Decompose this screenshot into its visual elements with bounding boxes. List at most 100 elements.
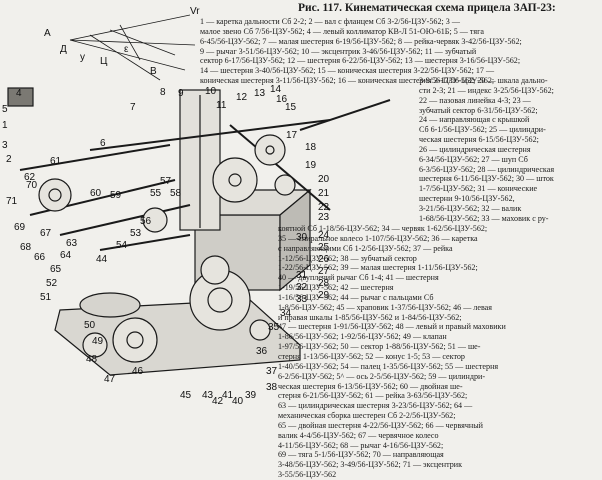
legend-line: шестерни 9-10/56-ЦЗУ-562,	[419, 194, 515, 204]
callout-10: 10	[205, 86, 217, 97]
callout-65: 65	[50, 264, 62, 275]
callout-12: 12	[236, 92, 248, 103]
callout-25: 25	[318, 242, 330, 253]
legend-line: 6-3/56-ЦЗУ-562; 28 — цилиндрическая	[419, 164, 555, 174]
legend-line: 3-9/56-ЦЗУ-562; 20 — шкала дально-	[419, 76, 548, 85]
callout-62: 62	[24, 172, 36, 183]
callout-47: 47	[104, 374, 116, 385]
legend-line: 26 — цилиндрическая шестерня	[419, 144, 531, 154]
callout-7: 7	[130, 102, 136, 113]
legend-line: 1-12/56-ЦЗУ-562; 38 — зубчатый сектор	[278, 253, 417, 263]
callout-30: 30	[296, 232, 308, 243]
callout-38: 38	[266, 382, 278, 393]
legend-top-block: 1 — каретка дальности Сб 2-2; 2 — вал с …	[200, 17, 600, 86]
legend-line: 1-22/56-ЦЗУ-562; 39 — малая шестерня 1-1…	[278, 263, 478, 273]
callout-5: 5	[2, 104, 8, 115]
callout-53: 53	[130, 228, 142, 239]
legend-line: 1-40/56-ЦЗУ-562; 54 — палец 1-35/56-ЦЗУ-…	[278, 361, 499, 371]
legend-line: 14 — шестерня 3-40/56-ЦЗУ-562; 15 — кони…	[200, 66, 495, 76]
legend-line: 6-2/56-ЦЗУ-562; 5^ — ось 2-5/56-ЦЗУ-562;…	[278, 371, 486, 381]
callout-32: 32	[296, 282, 308, 293]
legend-line: 35 — спиральное колесо 1-107/56-ЦЗУ-562;…	[278, 233, 478, 243]
letter-B: B	[150, 66, 157, 77]
callout-33: 33	[296, 294, 308, 305]
callout-49: 49	[92, 336, 104, 347]
gears	[38, 134, 296, 363]
legend-line: 6-34/56-ЦЗУ-562; 27 — шуп Сб	[419, 154, 528, 164]
legend-line: и правая шкалы 1-85/56-ЦЗУ-562 и 1-84/56…	[278, 312, 462, 322]
callout-3: 3	[2, 140, 8, 151]
callout-70: 70	[26, 180, 38, 191]
legend-line: 1-16/56-ЦЗУ-562; 44 — рычаг с пальцами С…	[278, 292, 434, 302]
callout-60: 60	[90, 188, 102, 199]
legend-line: 1 — каретка дальности Сб 2-2; 2 — вал с …	[200, 17, 460, 26]
callout-8: 8	[160, 87, 166, 98]
letter-A: A	[44, 28, 51, 39]
callout-58: 58	[170, 188, 182, 199]
legend-right-block: 3-9/56-ЦЗУ-562; 20 — шкала дально- сти 2…	[419, 76, 600, 224]
callout-1: 1	[2, 120, 8, 131]
legend-line: 1-97/56-ЦЗУ-562; 50 — сектор 1-88/56-ЦЗУ…	[278, 342, 481, 352]
mechanism-diagram: 1 2 3 4 5 6 7 8 9 10 11 12 13 14 15 16 1…	[2, 6, 391, 407]
callout-9: 9	[178, 88, 184, 99]
callout-22: 22	[318, 202, 330, 213]
callout-50: 50	[84, 320, 96, 331]
legend-line: 1-7/56-ЦЗУ-562; 31 — конические	[419, 184, 538, 194]
callout-13: 13	[254, 88, 266, 99]
callout-44: 44	[96, 254, 108, 265]
callout-23: 23	[318, 212, 330, 223]
callout-59: 59	[110, 190, 122, 201]
legend-line: 1-19/56-ЦЗУ-562; 42 — шестерня	[278, 283, 394, 293]
callout-51: 51	[40, 292, 52, 303]
callout-68: 68	[20, 242, 32, 253]
callout-57: 57	[160, 176, 172, 187]
legend-line: 1-86/56-ЦЗУ-562; 1-92/56-ЦЗУ-562; 49 — к…	[278, 332, 447, 342]
legend-line: 47 — шестерня 1-91/56-ЦЗУ-562; 48 — левы…	[278, 322, 506, 332]
shafts	[19, 99, 391, 251]
callout-36: 36	[256, 346, 268, 357]
callout-66: 66	[34, 252, 46, 263]
callout-48: 48	[86, 354, 98, 365]
sight-rays	[69, 14, 196, 81]
callout-11: 11	[216, 100, 227, 111]
callout-28: 28	[318, 278, 330, 289]
letter-Vr: Vr	[190, 6, 200, 17]
callout-2: 2	[6, 154, 12, 165]
callout-67: 67	[40, 228, 52, 239]
letter-y: y	[80, 52, 85, 63]
callout-17: 17	[286, 130, 298, 141]
legend-line: 65 — двойная шестерня 4-22/56-ЦЗУ-562; 6…	[278, 420, 484, 430]
legend-line: стерня 6-21/56-ЦЗУ-562; 61 — рейка 3-63/…	[278, 391, 468, 401]
callout-24: 24	[318, 230, 330, 241]
callout-37: 37	[266, 366, 278, 377]
callout-18: 18	[305, 142, 317, 153]
legend-line: 1-68/56-ЦЗУ-562; 33 — маховик с ру-	[419, 213, 549, 223]
legend-line: 69 — тяга 5-1/56-ЦЗУ-562; 70 — направляю…	[278, 450, 444, 460]
callout-40: 40	[232, 396, 244, 407]
legend-line: 22 — пазовая линейка 4-3; 23 —	[419, 95, 531, 105]
legend-line: ческая шестерня 6-15/56-ЦЗУ-562;	[419, 135, 539, 145]
legend-line: стерня 1-13/56-ЦЗУ-562; 52 — конус 1-5; …	[278, 351, 465, 361]
legend-line: с направляющими Сб 1-2/56-ЦЗУ-562; 37 — …	[278, 243, 453, 253]
legend-line: 3-21/56-ЦЗУ-562; 32 — валик	[419, 203, 522, 213]
callout-19: 19	[305, 160, 317, 171]
callout-39: 39	[245, 390, 257, 401]
callout-56: 56	[140, 216, 152, 227]
legend-line: сектор 6-17/56-ЦЗУ-562; 12 — шестерня 6-…	[200, 56, 521, 66]
legend-line: 24 — направляющая с крышкой	[419, 115, 530, 125]
legend-line: 9 — рычаг 3-51/56-ЦЗУ-562; 10 — эксцентр…	[200, 46, 477, 56]
callout-54: 54	[116, 240, 128, 251]
callout-46: 46	[132, 366, 144, 377]
callout-4: 4	[16, 88, 22, 99]
legend-line: 3-55/56-ЦЗУ-562	[278, 470, 337, 480]
legend-line: сти 2-3; 21 — индекс 3-25/56-ЦЗУ-562;	[419, 85, 554, 95]
callout-labels: 1 2 3 4 5 6 7 8 9 10 11 12 13 14 15 16 1…	[2, 6, 330, 407]
callout-41: 41	[222, 390, 234, 401]
legend-line: 4-11/56-ЦЗУ-562; 68 — рычаг 4-16/56-ЦЗУ-…	[278, 440, 444, 450]
legend-line: 6-45/56-ЦЗУ-562; 7 — малая шестерня 6-19…	[200, 36, 522, 46]
callout-6: 6	[100, 138, 106, 149]
callout-52: 52	[46, 278, 58, 289]
letter-C: Ц	[100, 56, 108, 67]
legend-line: 3-48/56-ЦЗУ-562; 3-49/56-ЦЗУ-562; 71 — э…	[278, 460, 463, 470]
callout-16: 16	[276, 94, 288, 105]
